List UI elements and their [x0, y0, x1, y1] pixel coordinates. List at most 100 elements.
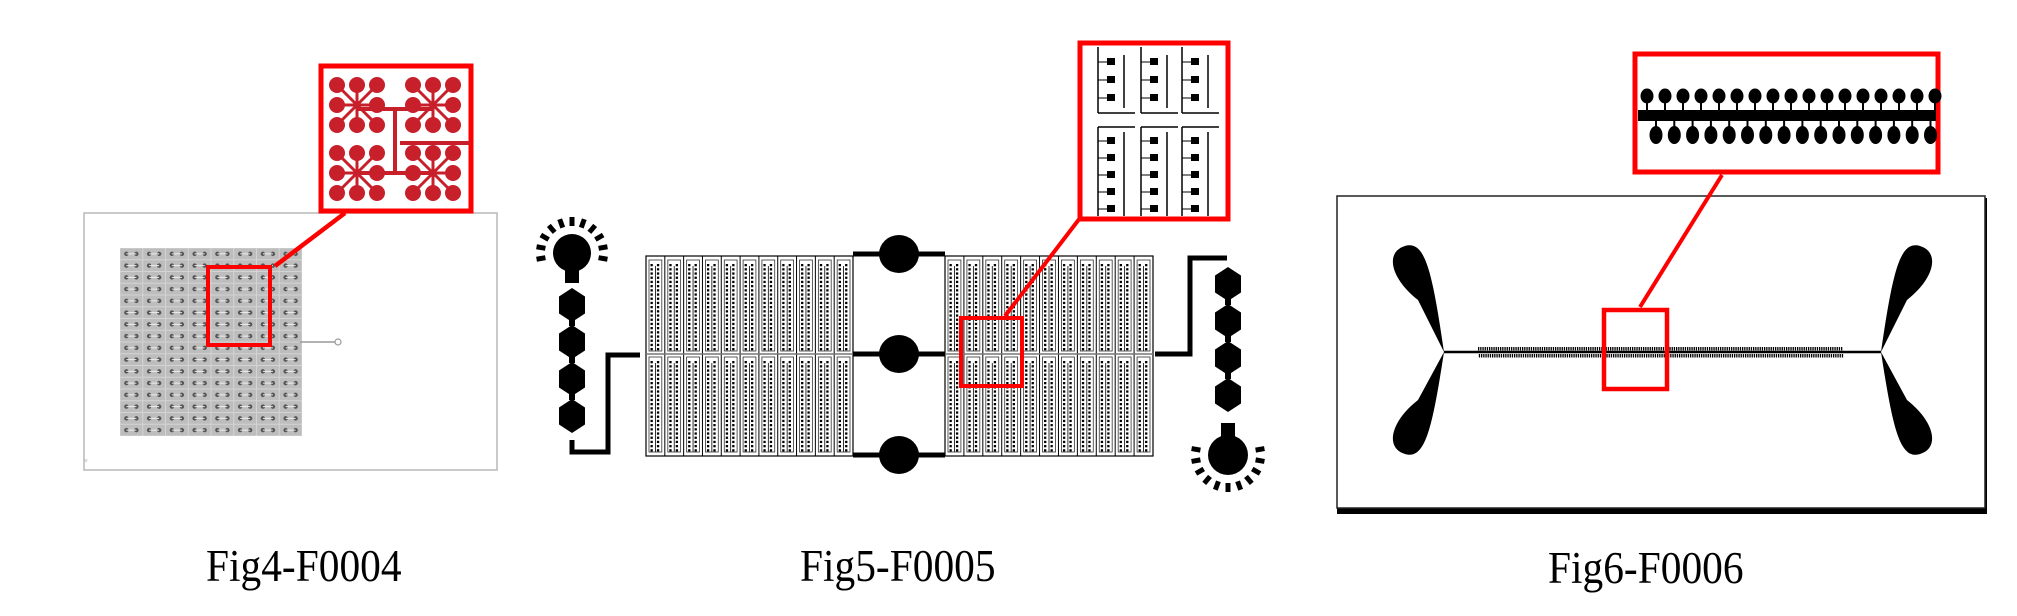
fig6-trap: [1712, 354, 1714, 358]
fig5-trap: [669, 373, 672, 376]
fig5-trap: [1025, 373, 1028, 376]
fig5-trap: [650, 373, 653, 376]
fig5-trap: [1025, 268, 1028, 271]
fig5-trap: [732, 327, 735, 330]
fig5-trap: [675, 432, 679, 435]
fig5-trap: [751, 394, 754, 397]
fig5-trap: [788, 440, 791, 444]
fig5-trap: [1025, 293, 1028, 296]
fig5-trap: [1138, 377, 1141, 381]
fig5-trap: [1126, 419, 1129, 423]
fig6-trap: [1740, 354, 1742, 358]
fig5-serpentine-left: [645, 255, 854, 457]
fig5-trap: [801, 390, 804, 393]
fig6-trap: [1528, 347, 1530, 351]
fig6-trap: [1799, 347, 1801, 351]
fig5-trap: [769, 373, 773, 376]
fig6-trap: [1639, 354, 1641, 358]
fig6-trap: [1698, 347, 1700, 351]
fig5-trap: [763, 306, 766, 309]
fig5-trap: [1062, 318, 1066, 321]
fig6-trap: [1824, 354, 1826, 358]
fig5-trap: [949, 318, 952, 321]
fig5-trap: [1126, 293, 1129, 296]
fig5-trap: [1050, 424, 1053, 427]
fig6-trap: [1569, 354, 1571, 358]
fig5-trap: [782, 377, 785, 381]
fig5-trap: [725, 297, 729, 300]
fig5-trap: [744, 445, 747, 448]
fig5-trap: [974, 407, 978, 410]
fig6-trap: [1764, 347, 1766, 351]
fig5-trap: [725, 289, 729, 292]
fig5-trap: [1069, 407, 1072, 410]
fig5-trap: [807, 373, 810, 376]
fig5-trap: [1031, 348, 1034, 351]
fig5-trap: [763, 382, 766, 385]
fig6-trap: [1596, 347, 1599, 351]
fig6-trap: [1731, 347, 1733, 351]
fig5-trap: [1081, 276, 1085, 279]
fig5-trap: [838, 297, 841, 300]
fig5-inset-trap: [1150, 188, 1158, 195]
fig5-trap: [974, 432, 978, 435]
fig5-trap: [650, 318, 653, 321]
fig4-fractal-cell: [143, 248, 165, 260]
fig4-fractal-cell: [120, 319, 143, 330]
fig5-trap: [993, 394, 997, 397]
fig6-trap: [1681, 354, 1683, 358]
fig5-trap: [694, 272, 697, 275]
fig5-trap: [838, 436, 841, 439]
fig5-trap: [782, 373, 785, 376]
fig5-trap: [1044, 386, 1047, 389]
fig5-trap: [725, 268, 729, 271]
fig6-trap: [1632, 354, 1635, 358]
fig5-trap: [838, 419, 841, 423]
fig5-trap: [1126, 369, 1129, 372]
fig6-trap: [1520, 354, 1522, 358]
fig5-trap: [1119, 407, 1122, 410]
fig5-trap: [1119, 331, 1122, 334]
fig5-trap: [694, 301, 697, 305]
fig5-trap: [826, 394, 829, 397]
fig5-trap: [1119, 339, 1122, 342]
fig5-trap: [838, 301, 841, 305]
fig5-trap: [650, 335, 653, 338]
fig5-trap: [732, 394, 735, 397]
fig5-trap: [694, 310, 697, 313]
fig5-trap: [949, 293, 952, 296]
fig5-trap: [819, 390, 823, 393]
fig5-trap: [763, 335, 766, 338]
fig6-trap: [1692, 354, 1694, 358]
fig5-trap: [968, 361, 971, 364]
fig5-trap: [807, 343, 810, 347]
fig5-outlet-rays: [1191, 446, 1265, 492]
fig5-trap: [688, 280, 691, 284]
fig5-trap: [1081, 301, 1085, 305]
fig5-trap: [826, 318, 829, 321]
fig6-trap: [1679, 354, 1681, 358]
fig5-trap: [782, 331, 785, 334]
fig6-trap: [1706, 347, 1709, 351]
fig5-callout-line: [1003, 216, 1082, 318]
fig6-trap: [1819, 354, 1822, 358]
fig6-trap: [1649, 347, 1651, 351]
fig4-fractal-cell: [120, 248, 143, 260]
fig5-trap: [1050, 297, 1053, 300]
fig5-trap: [819, 407, 823, 410]
fig5-trap: [845, 373, 848, 376]
fig5-trap: [1119, 361, 1122, 364]
fig5-trap: [725, 436, 729, 439]
fig5-trap: [1044, 301, 1047, 305]
fig6-trap: [1832, 347, 1834, 351]
fig5-trap: [838, 428, 841, 431]
fig5-trap: [763, 411, 766, 414]
fig5-trap: [688, 327, 691, 330]
fig6-trap: [1535, 347, 1537, 351]
fig5-trap: [1062, 424, 1066, 427]
fig5-trap: [675, 377, 679, 381]
fig5-trap: [968, 314, 971, 317]
fig5-trap: [706, 415, 710, 418]
fig6-trap: [1794, 347, 1797, 351]
fig5-trap: [1062, 310, 1066, 313]
